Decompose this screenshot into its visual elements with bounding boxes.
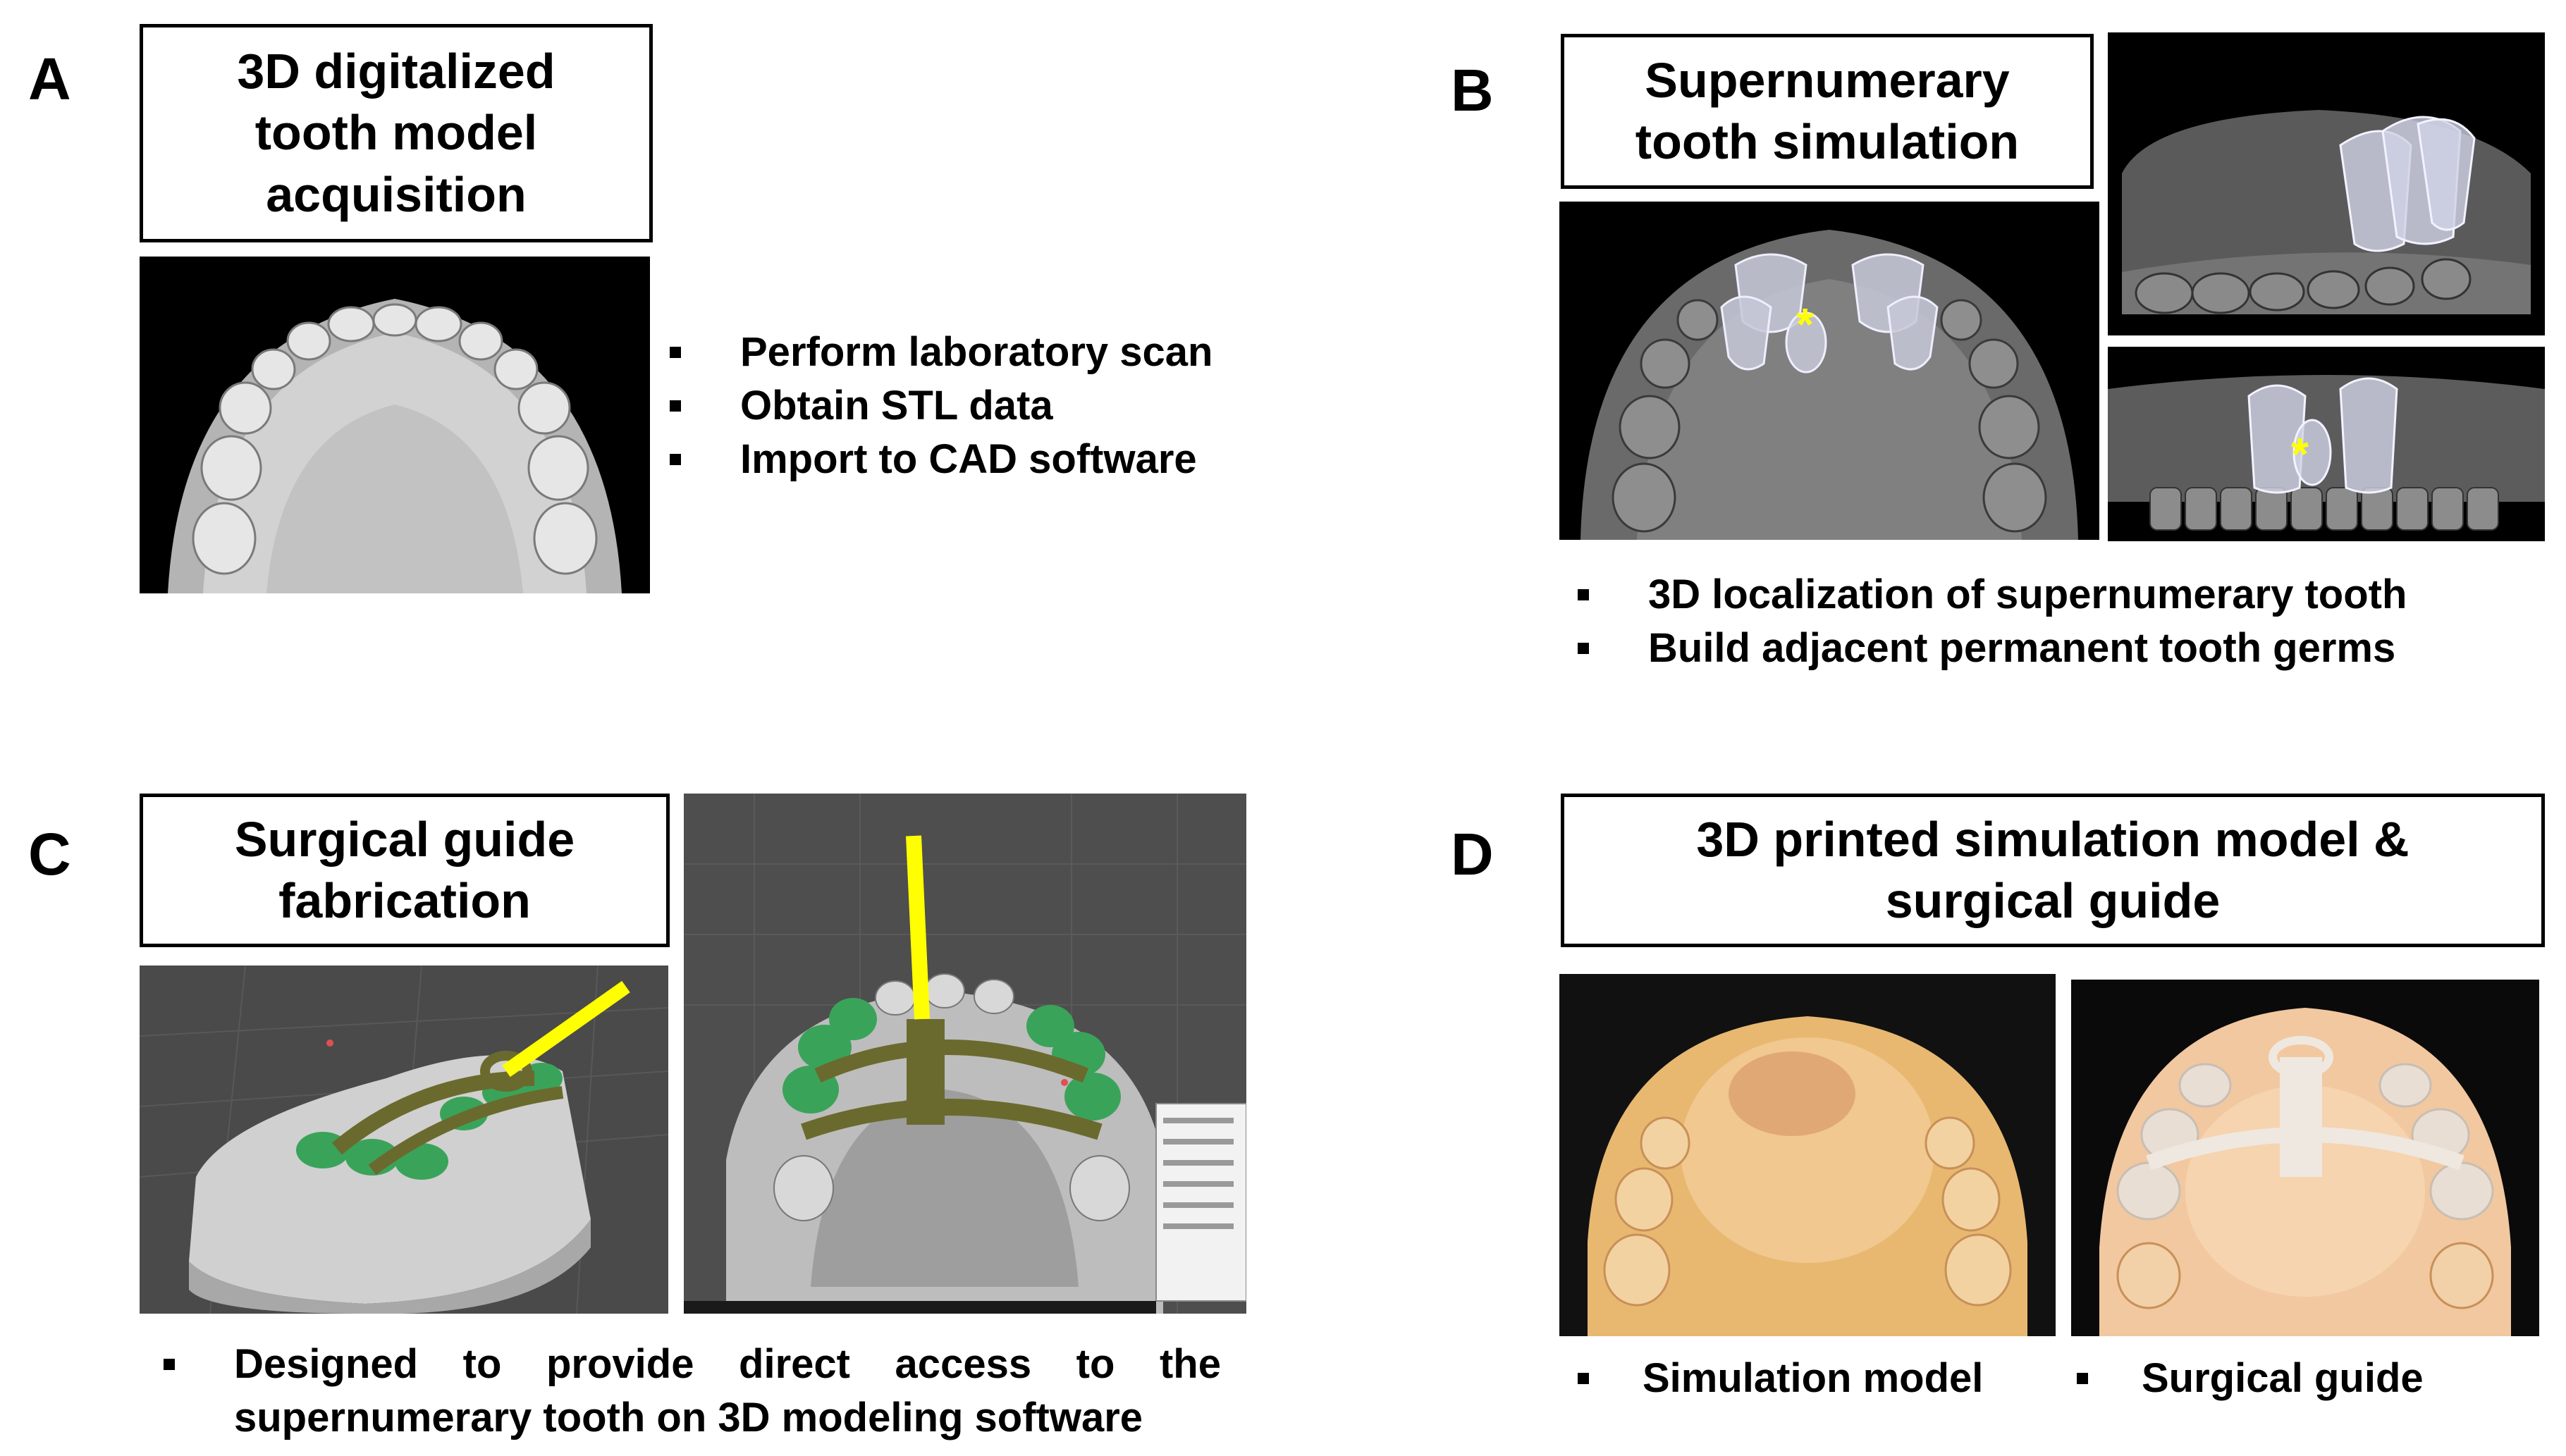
surgical-guide-photo xyxy=(2071,980,2539,1336)
panel-c-title: Surgical guide fabrication xyxy=(140,794,670,947)
bullet-item: Import to CAD software xyxy=(670,433,1213,486)
bullet-item: Simulation model xyxy=(1643,1355,1984,1401)
panel-a-title: 3D digitalized tooth model acquisition xyxy=(140,24,653,242)
panel-b-title: Supernumerary tooth simulation xyxy=(1561,34,2094,189)
bullet-square xyxy=(2077,1373,2088,1384)
lateral-simulation-image xyxy=(2108,32,2545,335)
panel-letter-a: A xyxy=(28,46,71,112)
panel-a-title-text: 3D digitalized tooth model acquisition xyxy=(237,43,555,222)
bullet-item: Obtain STL data xyxy=(670,379,1213,433)
panel-b-title-text: Supernumerary tooth simulation xyxy=(1635,52,2020,170)
bullet-item: 3D localization of supernumerary tooth xyxy=(1578,568,2407,622)
bullet-item: Surgical guide xyxy=(2142,1355,2424,1401)
supernumerary-marker: * xyxy=(2291,428,2309,479)
panel-d-bullet-left: Simulation model xyxy=(1578,1352,1983,1405)
panel-c-title-text: Surgical guide fabrication xyxy=(234,811,575,929)
bullet-item: Perform laboratory scan xyxy=(670,326,1213,379)
panel-d-bullet-right: Surgical guide xyxy=(2077,1352,2424,1405)
bullet-item: Designed to provide direct access to the xyxy=(164,1338,1221,1391)
panel-c-bullet-continuation: supernumerary tooth on 3D modeling softw… xyxy=(234,1395,1143,1440)
dental-scan-image xyxy=(140,257,650,593)
surgical-guide-design-occlusal xyxy=(684,794,1246,1314)
frontal-simulation-image xyxy=(2108,347,2545,541)
supernumerary-marker: * xyxy=(1796,299,1814,350)
panel-d-title-text: 3D printed simulation model & surgical g… xyxy=(1696,811,2410,929)
occlusal-simulation-image xyxy=(1559,202,2099,540)
panel-b-bullets: 3D localization of supernumerary tooth B… xyxy=(1578,568,2407,675)
surgical-guide-design-oblique xyxy=(140,965,668,1314)
panel-letter-c: C xyxy=(28,821,71,887)
panel-letter-b: B xyxy=(1451,57,1494,123)
panel-a-bullets: Perform laboratory scan Obtain STL data … xyxy=(670,326,1213,486)
panel-letter-d: D xyxy=(1451,821,1494,887)
simulation-model-photo xyxy=(1559,974,2056,1336)
bullet-square xyxy=(1578,1373,1589,1384)
panel-d-title: 3D printed simulation model & surgical g… xyxy=(1561,794,2545,947)
panel-c-bullets: Designed to provide direct access to the xyxy=(164,1338,1221,1391)
bullet-item: Build adjacent permanent tooth germs xyxy=(1578,622,2407,675)
